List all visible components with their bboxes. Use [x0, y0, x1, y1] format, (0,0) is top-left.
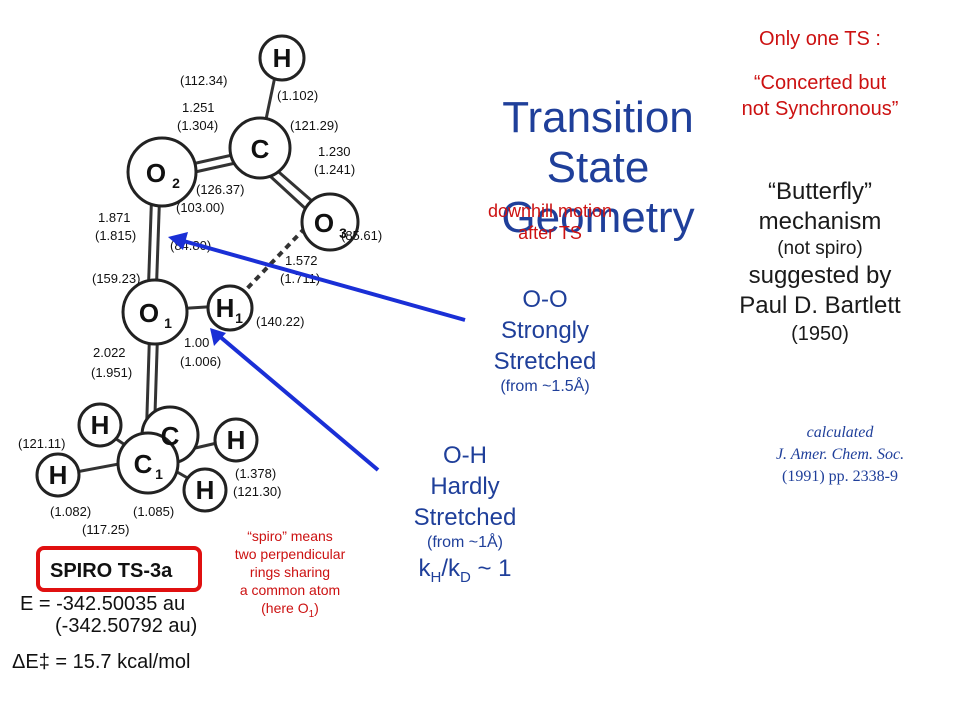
atom-o1 — [121, 278, 189, 346]
svg-text:H: H — [91, 410, 110, 440]
svg-text:H: H — [49, 460, 68, 490]
spiro-label: SPIRO TS-3a — [50, 560, 173, 582]
svg-text:1.572: 1.572 — [285, 253, 318, 268]
downhill-note: downhill motion after TS — [487, 201, 613, 243]
delta-e: ΔE‡ = 15.7 kcal/mol — [12, 651, 190, 673]
svg-text:(1.082): (1.082) — [50, 504, 91, 519]
svg-text:(1.951): (1.951) — [91, 365, 132, 380]
svg-text:1.251: 1.251 — [182, 100, 215, 115]
energy-2: (-342.50792 au) — [55, 615, 197, 637]
svg-text:(1.085): (1.085) — [133, 504, 174, 519]
atom-c-label: C — [251, 134, 270, 164]
atom-h1 — [206, 284, 254, 332]
atom-h-c — [213, 417, 259, 463]
atom-o3-label: O — [314, 208, 334, 238]
atom-h-a — [77, 402, 123, 448]
atom-h-e — [182, 467, 228, 513]
citation: calculated J. Amer. Chem. Soc. (1991) pp… — [775, 424, 905, 485]
svg-text:2: 2 — [172, 175, 180, 191]
svg-text:C: C — [161, 421, 180, 451]
atom-h-top-label: H — [273, 43, 292, 73]
geometry-labels: (112.34) (1.102) 1.251 (1.304) (121.29) … — [18, 73, 382, 537]
butterfly-note: “Butterfly” mechanism (not spiro) sugges… — [739, 178, 901, 345]
page-title: Transition State Geometry — [501, 93, 695, 242]
svg-text:3: 3 — [339, 225, 347, 241]
svg-text:(1.006): (1.006) — [180, 354, 221, 369]
svg-text:(1.304): (1.304) — [177, 118, 218, 133]
atom-o3 — [300, 192, 360, 252]
spiro-note: “spiro” means two perpendicular rings sh… — [234, 528, 346, 620]
arrow-oh — [216, 333, 380, 472]
atom-o2 — [126, 136, 198, 208]
svg-text:1: 1 — [235, 310, 243, 326]
atom-h-top — [258, 34, 306, 82]
svg-text:(121.30): (121.30) — [233, 484, 281, 499]
svg-text:(140.22): (140.22) — [256, 314, 304, 329]
svg-text:H: H — [196, 475, 215, 505]
svg-text:(112.34): (112.34) — [180, 73, 227, 88]
svg-text:(1.378): (1.378) — [235, 466, 276, 481]
arrow-oo — [179, 238, 466, 322]
atom-h1-label: H — [216, 293, 235, 323]
svg-text:(121.29): (121.29) — [290, 118, 338, 133]
svg-text:2.022: 2.022 — [93, 345, 126, 360]
svg-text:1.00: 1.00 — [184, 335, 209, 350]
svg-text:(1.102): (1.102) — [277, 88, 318, 103]
arrow-oh-head — [210, 328, 226, 346]
svg-text:(1.241): (1.241) — [314, 162, 355, 177]
svg-text:(117.25): (117.25) — [82, 522, 129, 537]
svg-text:1.230: 1.230 — [318, 144, 351, 159]
kinetic-isotope-ratio: kH/kD ~ 1 — [418, 555, 512, 586]
atom-o1-label: O — [139, 298, 159, 328]
atom-c1 — [116, 431, 180, 495]
energy-1: E = -342.50035 au — [20, 593, 185, 615]
top-note: Only one TS : “Concerted but not Synchro… — [741, 28, 899, 120]
svg-text:1.871: 1.871 — [98, 210, 131, 225]
oo-note: O-O Strongly Stretched (from ~1.5Å) — [493, 286, 597, 395]
arrow-oo-head — [168, 232, 188, 250]
svg-text:(159.23): (159.23) — [92, 271, 140, 286]
svg-text:(121.11): (121.11) — [18, 436, 65, 451]
spiro-highlight-box — [36, 546, 202, 592]
atom-c — [228, 116, 292, 180]
svg-text:H: H — [227, 425, 246, 455]
atom-o2-label: O — [146, 158, 166, 188]
bond-o3-h1-dashed — [238, 226, 307, 298]
atom-c1-label: C — [134, 449, 153, 479]
svg-text:(85.61): (85.61) — [341, 228, 382, 243]
svg-text:1: 1 — [164, 315, 172, 331]
svg-text:1: 1 — [155, 466, 163, 482]
atom-h-d — [35, 452, 81, 498]
svg-text:(103.00): (103.00) — [176, 200, 224, 215]
oh-note: O-H Hardly Stretched (from ~1Å) kH/kD ~ … — [370, 440, 560, 594]
svg-text:(1.815): (1.815) — [95, 228, 136, 243]
svg-text:(126.37): (126.37) — [196, 182, 244, 197]
